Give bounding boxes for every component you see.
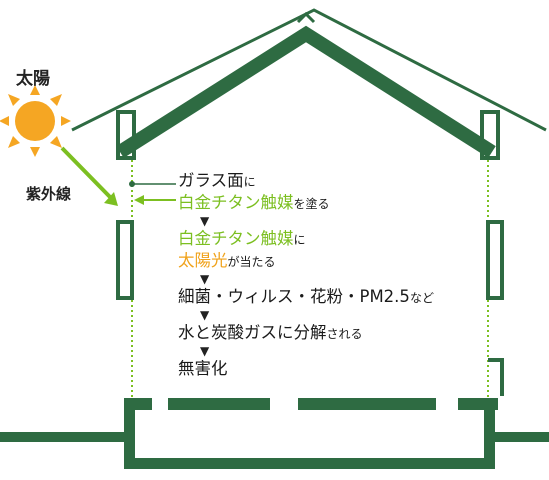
react-catalyst-suffix: に	[293, 233, 306, 247]
step-coat: 白金チタン触媒を塗る	[178, 192, 478, 214]
sun-icon	[0, 85, 71, 157]
decompose-suffix: される	[326, 327, 363, 341]
basement-right-wall	[484, 398, 495, 466]
right-wall-top	[480, 110, 500, 160]
step-targets: 細菌・ウィルス・花粉・PM2.5など	[178, 286, 478, 308]
ground-right	[495, 432, 549, 442]
arrow-2: ▼	[200, 272, 210, 286]
step-react-1: 白金チタン触媒に	[178, 228, 478, 250]
basement-left-wall	[124, 398, 135, 466]
uv-arrow-icon	[60, 146, 118, 206]
left-window	[116, 220, 134, 300]
targets-text: 細菌・ウィルス・花粉・PM2.5	[178, 287, 410, 306]
arrow-4: ▼	[200, 344, 210, 358]
coat-suffix: を塗る	[293, 197, 330, 211]
right-lower-frame	[488, 358, 504, 396]
process-steps: ガラス面に 白金チタン触媒を塗る ▼ 白金チタン触媒に 太陽光が当たる ▼ 細菌…	[178, 170, 478, 380]
sun-label: 太陽	[16, 69, 50, 89]
react-sun-text: 太陽光	[178, 251, 228, 270]
result-text: 無害化	[178, 359, 228, 378]
glass-text: ガラス面	[178, 171, 244, 190]
react-catalyst-text: 白金チタン触媒	[178, 229, 294, 248]
arrow-3: ▼	[200, 308, 210, 322]
right-window	[486, 220, 504, 300]
step-result: 無害化	[178, 358, 478, 380]
basement-floor	[124, 458, 495, 469]
roof-outer-line	[71, 8, 547, 132]
step-decompose: 水と炭酸ガスに分解される	[178, 322, 478, 344]
left-wall-top	[116, 110, 136, 160]
floor	[124, 398, 498, 410]
react-sun-suffix: が当たる	[227, 255, 276, 269]
glass-pointer-dot	[129, 181, 135, 187]
roof-thick	[116, 25, 496, 158]
decompose-text: 水と炭酸ガスに分解	[178, 323, 327, 342]
step-glass: ガラス面に	[178, 170, 478, 192]
targets-suffix: など	[409, 291, 434, 305]
glass-suffix: に	[243, 175, 256, 189]
ground-left	[0, 432, 124, 442]
roof-peak	[296, 11, 316, 24]
step-react-2: 太陽光が当たる	[178, 250, 478, 272]
coat-pointer-head	[134, 195, 144, 205]
coat-text: 白金チタン触媒	[178, 193, 294, 212]
arrow-1: ▼	[200, 214, 210, 228]
uv-label: 紫外線	[26, 185, 72, 203]
